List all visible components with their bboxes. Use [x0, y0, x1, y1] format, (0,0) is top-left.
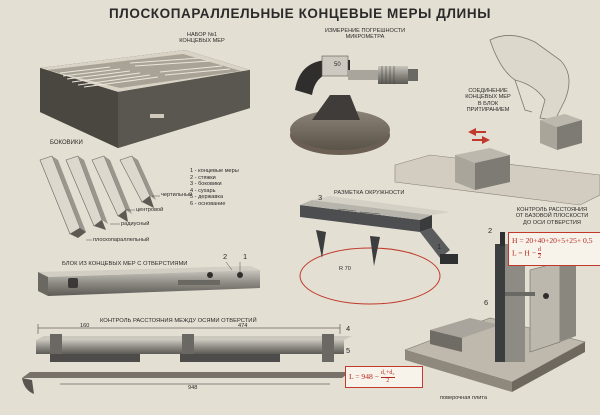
tip-type-scriber: чертильный: [161, 192, 193, 198]
circle-label: РАЗМЕТКА ОКРУЖНОСТИ: [334, 190, 405, 196]
axes-control-label: КОНТРОЛЬ РАССТОЯНИЯ МЕЖДУ ОСЯМИ ОТВЕРСТИ…: [100, 318, 257, 324]
hole-formula-line1: H = 20+40+20+5+25+ 0,5: [512, 236, 593, 245]
callout-6: 6: [484, 298, 489, 307]
callout-3: 3: [318, 193, 323, 202]
tip-type-center: центровой: [136, 207, 164, 213]
legend-list: 1 - концевые меры 2 - стяжки 3 - боковик…: [190, 168, 239, 208]
callout-4: 4: [346, 324, 351, 333]
dim-160: 160: [80, 323, 90, 329]
hole-formula-line2: L = H − d 2: [512, 247, 542, 260]
callout-1b: 1: [243, 252, 248, 261]
gauge-block-set-case: [40, 50, 250, 148]
callout-2b: 2: [488, 226, 493, 235]
legend-item: 3 - боковики: [190, 181, 222, 188]
tip-type-flat: плоскопараллельный: [93, 237, 150, 243]
side-jaws: [39, 155, 160, 241]
legend-item: 2 - стяжки: [190, 174, 216, 181]
micrometer-stand: [290, 55, 418, 155]
callout-2: 2: [223, 252, 228, 261]
dim-474: 474: [238, 323, 248, 329]
surface-plate-label: поверочная плита: [440, 395, 487, 401]
micrometer-block-number: 50: [334, 62, 341, 68]
block-with-holes: [38, 261, 260, 296]
hole-formula-box: H = 20+40+20+5+25+ 0,5 L = H − d 2: [508, 232, 600, 266]
legend-item: 5 - державка: [190, 194, 224, 201]
legend-item: 1 - концевые меры: [190, 168, 239, 174]
legend-item: 6 - основание: [190, 200, 226, 207]
block-holes-label: БЛОК ИЗ КОНЦЕВЫХ МЕР С ОТВЕРСТИЯМИ: [62, 261, 188, 267]
sides-label: БОКОВИКИ: [50, 140, 83, 146]
dim-948: 948: [188, 385, 198, 391]
callout-5: 5: [346, 346, 351, 355]
callout-1: 1: [437, 242, 442, 251]
circle-marking-tool: [299, 196, 458, 305]
axes-distance-assembly: [22, 324, 352, 394]
legend-item: 4 - сухарь: [190, 187, 216, 194]
dim-r70: R 70: [339, 266, 351, 272]
page-title: ПЛОСКОПАРАЛЛЕЛЬНЫЕ КОНЦЕВЫЕ МЕРЫ ДЛИНЫ: [108, 6, 492, 21]
hand-wringing: [394, 35, 600, 206]
axes-formula-box: L = 948 − d₁+d₂ 2: [345, 366, 423, 388]
shift-arrows-icon: [468, 128, 490, 144]
tip-type-radius: радиусный: [121, 221, 150, 227]
